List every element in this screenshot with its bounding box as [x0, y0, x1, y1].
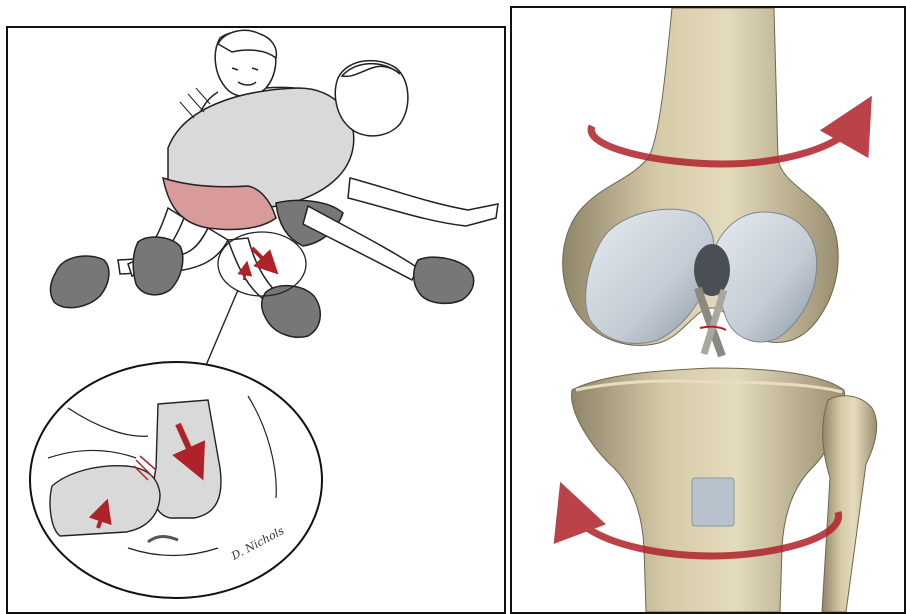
tibial-tuberosity-pad: [692, 478, 734, 526]
callout-leader-line: [204, 290, 238, 370]
player-figure: [50, 61, 498, 338]
tackle-illustration: D. Nichols: [8, 28, 504, 612]
knee-joint-model: [512, 8, 904, 612]
fibula-bone: [822, 396, 877, 612]
magnified-knee-inset: [30, 362, 322, 598]
knee-joint-panel: [510, 6, 906, 614]
tackle-illustration-panel: D. Nichols: [6, 26, 506, 614]
